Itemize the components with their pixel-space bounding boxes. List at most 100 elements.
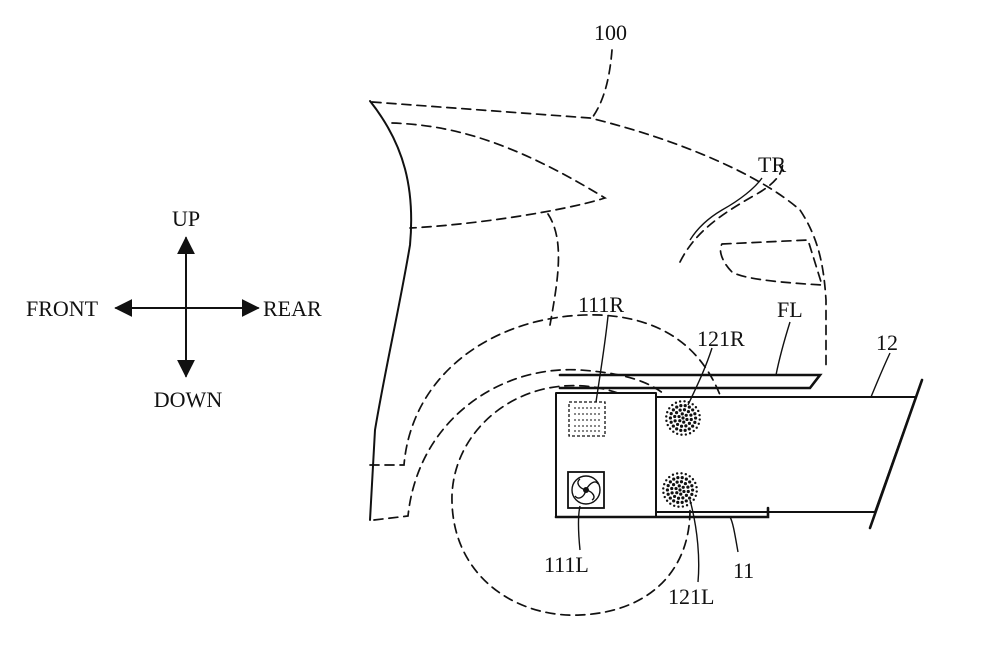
leader-speaker-lower	[689, 499, 700, 583]
speaker-upper-dot	[665, 419, 668, 423]
speaker-upper-component	[665, 400, 701, 436]
speaker-upper-dot	[678, 408, 682, 412]
speaker-upper-dot	[691, 403, 694, 406]
leader-floor	[775, 321, 791, 376]
speaker-upper-dot	[669, 420, 673, 424]
speaker-upper-dot	[689, 417, 693, 422]
speaker-lower-dot	[676, 496, 681, 500]
speaker-upper-dot	[685, 417, 689, 422]
speaker-upper-dot	[684, 433, 688, 436]
leader-speaker-upper	[687, 347, 713, 406]
speaker-lower-dot	[691, 478, 695, 481]
speaker-upper-dot	[665, 415, 668, 418]
speaker-lower-dot	[686, 485, 690, 489]
fan-rotor	[571, 475, 601, 505]
speaker-lower-dot	[688, 475, 691, 478]
speaker-lower-dot	[663, 495, 666, 499]
label-speaker-lower: 121L	[668, 584, 714, 609]
speaker-lower-dot	[684, 493, 689, 498]
speaker-upper-dot	[669, 412, 673, 416]
leader-lines	[577, 49, 891, 583]
speaker-lower-dot	[671, 482, 676, 487]
label-front-member: 11	[733, 558, 754, 583]
label-sensor-lower: 111L	[544, 552, 589, 577]
leader-vehicle	[591, 49, 613, 119]
speaker-upper-dot	[675, 427, 679, 431]
speaker-upper-dot	[679, 424, 684, 428]
body-front-edge	[369, 100, 413, 521]
label-sensor-upper: 111R	[578, 292, 624, 317]
speaker-lower-dot	[686, 489, 690, 494]
speaker-lower-dot	[671, 473, 675, 476]
front-member-lip	[554, 506, 770, 519]
speaker-lower-dot	[675, 480, 679, 484]
label-front: FRONT	[26, 296, 99, 321]
speaker-lower-dot	[665, 499, 669, 502]
direction-compass: UP DOWN FRONT REAR	[26, 206, 322, 412]
speaker-lower-dot	[676, 500, 680, 504]
speaker-lower-dot	[679, 492, 683, 496]
speaker-lower-dot	[673, 504, 676, 507]
wheel-arch-inner	[373, 368, 666, 521]
speaker-upper-dot	[672, 430, 675, 433]
speaker-upper-dot	[678, 419, 682, 423]
speaker-lower-dot	[688, 480, 692, 484]
speaker-lower-dot	[684, 477, 688, 481]
trunk-outline	[679, 159, 784, 263]
leader-rear-member	[870, 352, 891, 398]
speaker-lower-dot	[690, 492, 694, 496]
speaker-upper-dot	[687, 405, 691, 409]
speaker-lower-dot	[678, 488, 682, 492]
speaker-upper-dot	[675, 422, 680, 427]
speaker-lower-dot	[672, 477, 676, 481]
leader-sensor-lower	[577, 505, 581, 551]
speaker-lower-dot	[681, 485, 685, 489]
speaker-lower-dot	[695, 485, 698, 489]
speaker-upper-dot	[671, 408, 675, 412]
speaker-lower-dot	[680, 476, 684, 480]
speaker-lower-dot	[675, 491, 679, 495]
speaker-lower-dot	[690, 484, 694, 488]
speaker-upper-dot	[683, 428, 687, 433]
speaker-upper-dot	[674, 410, 679, 415]
label-rear-member: 12	[876, 330, 898, 355]
speaker-lower-dot	[666, 484, 670, 488]
speaker-lower-dot	[684, 499, 688, 503]
speaker-lower-dot	[662, 487, 665, 490]
speaker-upper-dot	[682, 408, 687, 412]
speaker-lower-dot	[672, 494, 677, 499]
speaker-lower-dot	[677, 505, 680, 508]
speaker-lower-dot	[681, 496, 685, 500]
speaker-lower-dot	[677, 484, 681, 488]
label-vehicle: 100	[594, 20, 627, 45]
speaker-upper-dot	[694, 406, 698, 409]
leader-trunk	[689, 177, 763, 241]
speaker-upper-dot	[697, 422, 700, 425]
speaker-lower-dot	[692, 498, 695, 501]
pillar-line	[547, 213, 560, 326]
speaker-upper-dot	[677, 414, 681, 419]
speaker-upper-dot	[693, 412, 697, 416]
leader-front-member	[729, 516, 739, 553]
speaker-lower-dot	[665, 488, 670, 492]
speaker-lower-dot	[676, 475, 680, 480]
speaker-lower-dot	[672, 499, 676, 503]
speaker-lower-dot	[674, 486, 678, 491]
speaker-upper-dot	[682, 420, 686, 424]
speaker-lower-dot	[663, 483, 666, 486]
sensor-upper-body	[568, 401, 606, 437]
frame-structure	[554, 373, 924, 530]
speaker-upper-dot	[679, 428, 683, 432]
speaker-lower-dot	[691, 488, 695, 492]
wheel-circle	[451, 384, 691, 616]
speaker-lower-dot	[665, 479, 668, 482]
speaker-lower-dot	[669, 502, 672, 505]
speaker-upper-dot	[686, 409, 691, 414]
fan-housing	[567, 471, 605, 509]
vehicle-body	[369, 100, 827, 616]
speaker-upper-dot	[688, 432, 692, 435]
sensor-upper-pattern	[574, 407, 600, 432]
speaker-lower-dot	[668, 480, 672, 484]
reference-labels: 100 TR FL 12 11 111R 111L 121R 121L	[544, 20, 898, 609]
